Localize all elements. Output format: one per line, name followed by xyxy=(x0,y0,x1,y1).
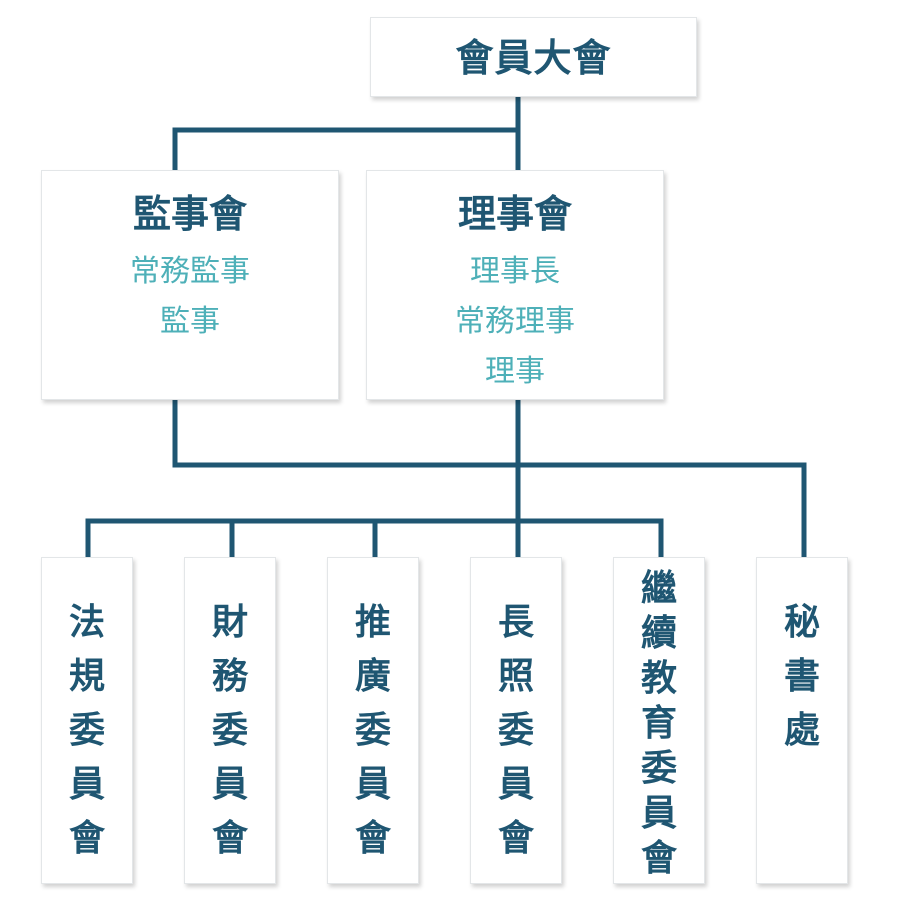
node-title: 秘書處 xyxy=(783,602,820,751)
node-title: 財務委員會 xyxy=(211,602,248,859)
node-finance-committee: 財務委員會 xyxy=(184,557,276,884)
node-board-of-supervisors: 監事會 常務監事 監事 xyxy=(41,170,339,400)
node-long-term-care-committee: 長照委員會 xyxy=(470,557,562,884)
node-member: 常務監事 xyxy=(130,254,250,289)
node-member: 監事 xyxy=(160,304,220,339)
node-title: 推廣委員會 xyxy=(354,602,391,859)
node-title: 會員大會 xyxy=(455,36,612,80)
node-title: 長照委員會 xyxy=(497,602,534,859)
node-title: 理事會 xyxy=(457,192,572,236)
node-members-assembly: 會員大會 xyxy=(370,17,697,97)
node-title: 繼續教育委員會 xyxy=(640,568,677,879)
node-member: 常務理事 xyxy=(455,304,575,339)
node-board-of-directors: 理事會 理事長 常務理事 理事 xyxy=(366,170,664,400)
node-promotion-committee: 推廣委員會 xyxy=(327,557,419,884)
node-legal-committee: 法規委員會 xyxy=(41,557,133,884)
node-member: 理事 xyxy=(485,354,545,389)
node-secretariat: 秘書處 xyxy=(756,557,848,884)
node-continuing-education-committee: 繼續教育委員會 xyxy=(613,557,705,884)
node-title: 法規委員會 xyxy=(68,602,105,859)
node-member: 理事長 xyxy=(470,254,560,289)
node-title: 監事會 xyxy=(132,192,247,236)
